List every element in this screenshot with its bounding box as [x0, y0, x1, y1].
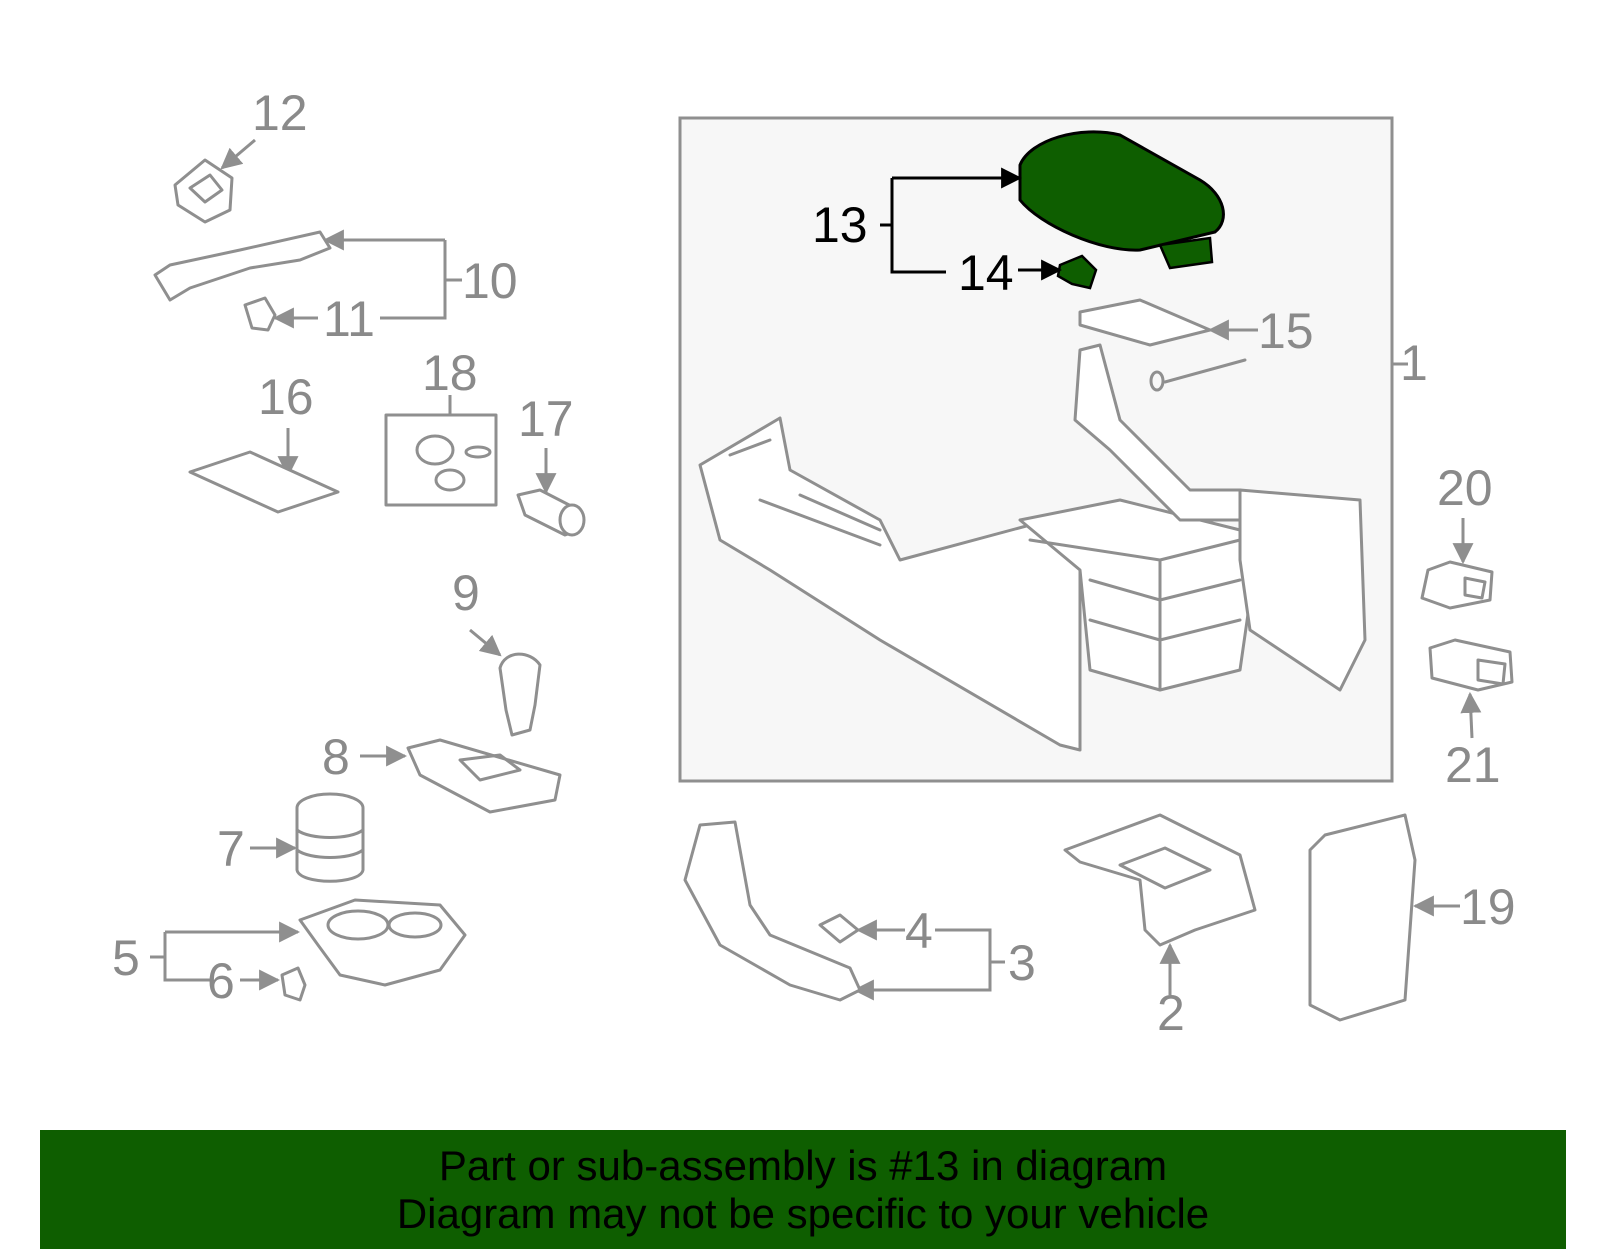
callout-12[interactable]: 12	[252, 85, 308, 141]
part-17-socket[interactable]	[516, 488, 586, 537]
part-20-switch[interactable]	[1420, 560, 1494, 610]
console-assembly-panel[interactable]	[678, 116, 1394, 783]
leader-lines	[150, 138, 1482, 1001]
part-19-end-panel[interactable]	[1308, 813, 1417, 1022]
part-12-switch[interactable]	[173, 158, 234, 224]
callout-10[interactable]: 10	[462, 253, 518, 309]
console-pad-part-15	[1078, 298, 1212, 347]
part-11-clip[interactable]	[243, 296, 277, 332]
callout-2[interactable]: 2	[1157, 985, 1185, 1041]
callout-17[interactable]: 17	[518, 391, 574, 447]
part-7-cup-holder-insert[interactable]	[295, 792, 365, 883]
armrest-lid-part-13	[1018, 130, 1225, 252]
callout-1[interactable]: 1	[1400, 335, 1428, 391]
part-9-shift-knob[interactable]	[498, 652, 542, 737]
callout-7[interactable]: 7	[217, 821, 245, 877]
callout-9[interactable]: 9	[452, 565, 480, 621]
callout-13[interactable]: 13	[812, 197, 868, 253]
part-18-socket-kit[interactable]	[384, 413, 498, 507]
part-21-switch[interactable]	[1428, 638, 1514, 692]
callout-19[interactable]: 19	[1460, 879, 1516, 935]
callout-21[interactable]: 21	[1445, 737, 1501, 793]
part-2-bracket[interactable]	[1063, 813, 1257, 947]
part-3-side-panel[interactable]	[683, 820, 862, 1002]
console-rear-wall	[1238, 488, 1367, 692]
part-4-clip[interactable]	[818, 913, 860, 944]
part-16-mat[interactable]	[188, 450, 340, 514]
callout-4[interactable]: 4	[905, 903, 933, 959]
callout-3[interactable]: 3	[1008, 935, 1036, 991]
part-5-cup-holder[interactable]	[298, 898, 467, 987]
part-8-shift-bezel[interactable]	[406, 738, 562, 814]
callout-16[interactable]: 16	[258, 369, 314, 425]
part-10-bracket[interactable]	[153, 230, 332, 302]
callout-6[interactable]: 6	[207, 953, 235, 1009]
callout-15[interactable]: 15	[1258, 303, 1314, 359]
banner-disclaimer: Diagram may not be specific to your vehi…	[396, 1190, 1210, 1237]
callout-11[interactable]: 11	[323, 291, 375, 347]
callout-5[interactable]: 5	[112, 930, 140, 986]
info-banner: Part or sub-assembly is #13 in diagram D…	[40, 1130, 1566, 1249]
callout-14[interactable]: 14	[958, 245, 1014, 301]
console-front-bracket	[1073, 343, 1242, 522]
part-6-clip[interactable]	[280, 966, 307, 1002]
banner-part-note: Part or sub-assembly is #13 in diagram	[438, 1142, 1168, 1189]
callout-8[interactable]: 8	[322, 729, 350, 785]
callout-18[interactable]: 18	[422, 345, 478, 401]
callout-20[interactable]: 20	[1437, 460, 1493, 516]
